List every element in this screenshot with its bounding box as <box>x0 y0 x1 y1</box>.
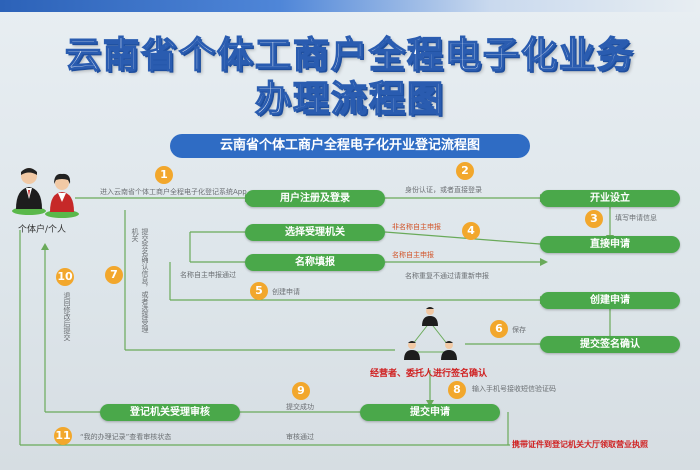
person-icon-female <box>45 172 79 222</box>
final-step-text: 携带证件到登记机关大厅领取营业执照 <box>512 440 648 449</box>
person-icon-male <box>12 165 46 219</box>
note-step10: 退回修改后提交 <box>63 292 71 341</box>
note-step5b: 名称重复不通过请重新申报 <box>405 272 489 280</box>
flowchart-subtitle: 云南省个体工商户全程电子化开业登记流程图 <box>170 134 530 158</box>
note-step9: 提交成功 <box>286 403 314 411</box>
note-step8: 输入手机号接收短信验证码 <box>472 385 556 393</box>
step-1-badge: 1 <box>155 166 173 184</box>
step-4-badge: 4 <box>462 222 480 240</box>
note-create: 创建申请 <box>272 288 300 296</box>
box-open-business: 开业设立 <box>540 190 680 207</box>
step-3-badge: 3 <box>585 210 603 228</box>
box-submit-sign: 提交签名确认 <box>540 336 680 353</box>
note-step2: 身份认证，或者直接登录 <box>405 186 482 194</box>
signer-icon-right <box>440 340 458 364</box>
box-register-login: 用户注册及登录 <box>245 190 385 207</box>
poster-top-edge <box>0 0 700 12</box>
note-step5: 名称自主申报通过 <box>180 271 236 279</box>
step-8-badge: 8 <box>448 381 466 399</box>
signers-caption: 经营者、委托人进行签名确认 <box>370 369 488 379</box>
box-submit-apply: 提交申请 <box>360 404 500 421</box>
step-10-badge: 10 <box>56 268 74 286</box>
note-step1: 进入云南省个体工商户全程电子化登记系统App <box>100 188 247 196</box>
note-approved: 审核通过 <box>286 433 314 441</box>
actor-label: 个体户/个人 <box>18 225 67 235</box>
signer-icon-top <box>421 306 439 330</box>
step-9-badge: 9 <box>292 382 310 400</box>
note-step11: “我的办理记录”查看审核状态 <box>80 433 172 441</box>
step-11-badge: 11 <box>54 427 72 445</box>
step-6-badge: 6 <box>490 320 508 338</box>
step-5-badge: 5 <box>250 282 268 300</box>
step-2-badge: 2 <box>456 162 474 180</box>
box-create-apply: 创建申请 <box>540 292 680 309</box>
note-step6: 保存 <box>512 326 526 334</box>
note-step4b: 名称自主申报 <box>392 251 434 259</box>
note-step4a: 非名称自主申报 <box>392 223 441 231</box>
signer-icon-left <box>403 340 421 364</box>
box-name-declare: 名称填报 <box>245 254 385 271</box>
poster-title-line2: 办理流程图 <box>254 78 445 120</box>
poster-title-line1: 云南省个体工商户全程电子化业务 <box>64 34 635 76</box>
box-authority-review: 登记机关受理审核 <box>100 404 240 421</box>
box-direct-apply: 直接申请 <box>540 236 680 253</box>
note-step7: 提交签名确认信息，或者选择受理机关 <box>131 228 149 333</box>
note-step3: 填写申请信息 <box>615 214 657 222</box>
step-7-badge: 7 <box>105 266 123 284</box>
box-choose-authority: 选择受理机关 <box>245 224 385 241</box>
